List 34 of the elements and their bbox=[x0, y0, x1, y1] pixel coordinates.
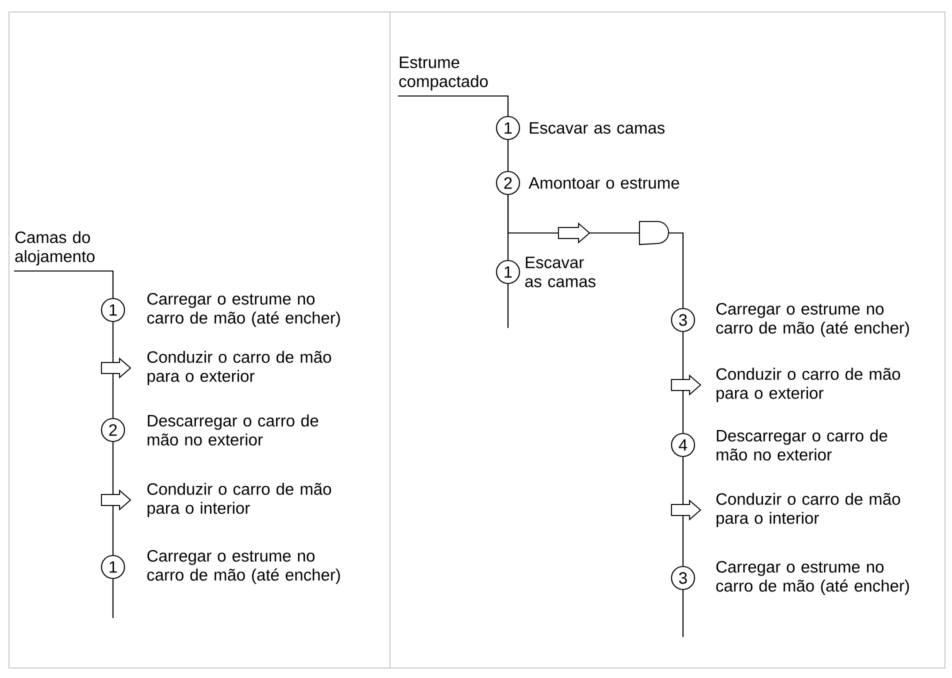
step-description: Carregar o estrume no carro de mão (até encher) bbox=[716, 561, 909, 595]
connector-line bbox=[14, 270, 114, 298]
step-description: Carregar o estrume no carro de mão (até encher) bbox=[147, 550, 340, 584]
start-label: Camas do alojamento bbox=[15, 231, 95, 266]
connector-line bbox=[112, 579, 114, 618]
connector-line bbox=[398, 95, 509, 116]
connector-line bbox=[112, 442, 114, 490]
connector-line bbox=[112, 510, 114, 555]
transport-symbol bbox=[558, 222, 590, 244]
connector-line bbox=[682, 590, 684, 637]
connector-line bbox=[507, 140, 509, 171]
step-description: Descarregar o carro de mão no exterior bbox=[148, 414, 318, 446]
step-description: Carregar o estrume no carro de mão (até encher) bbox=[147, 293, 340, 327]
step-description: Carregar o estrume no carro de mão (até encher) bbox=[716, 303, 909, 337]
step-description: Descarregar o carro de mão no exterior bbox=[716, 429, 888, 461]
step-description: Amontoar o estrume bbox=[528, 177, 680, 189]
step-description: Conduzir o carro de mão para o interior bbox=[716, 492, 900, 528]
connector-line bbox=[682, 332, 684, 376]
connector-line bbox=[507, 195, 558, 234]
connector-line bbox=[682, 520, 684, 566]
connector-line bbox=[682, 394, 684, 433]
step-description: Escavar as camas bbox=[530, 122, 665, 134]
start-label: Estrume compactado bbox=[399, 56, 488, 90]
connector-line bbox=[590, 232, 640, 234]
connector-line bbox=[668, 232, 684, 308]
connector-line bbox=[112, 378, 114, 418]
step-description: Conduzir o carro de mão para o interior bbox=[147, 482, 332, 518]
step-description: Escavar as camas bbox=[525, 256, 596, 288]
connector-line bbox=[682, 457, 684, 500]
step-description: Conduzir o carro de mão para o exterior bbox=[147, 350, 332, 386]
connector-line bbox=[112, 322, 114, 358]
connector-line bbox=[507, 284, 509, 328]
step-description: Conduzir o carro de mão para o exterior bbox=[716, 368, 900, 402]
delay-symbol bbox=[638, 220, 670, 246]
